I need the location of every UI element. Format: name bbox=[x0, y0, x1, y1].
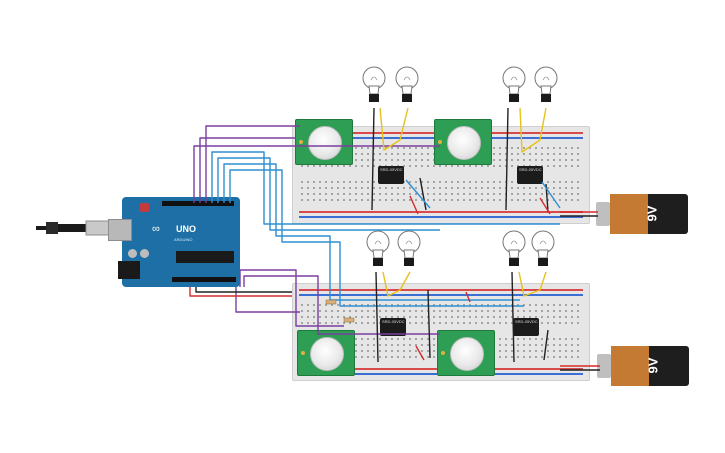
relay-bottom-right[interactable]: SRD-05VDC bbox=[513, 318, 539, 336]
relay-label: SRD-05VDC bbox=[382, 319, 405, 324]
power-jack[interactable] bbox=[118, 261, 140, 279]
bulb-3[interactable] bbox=[501, 64, 527, 108]
bulb-2[interactable] bbox=[394, 64, 420, 108]
wire-purple bbox=[235, 287, 300, 313]
bulb-8[interactable] bbox=[530, 228, 556, 272]
wire-black bbox=[419, 177, 427, 211]
bulb-4[interactable] bbox=[533, 64, 559, 108]
wire-black bbox=[505, 107, 509, 211]
capacitor bbox=[140, 249, 149, 258]
wire-black bbox=[543, 329, 549, 361]
capacitor bbox=[128, 249, 137, 258]
board-maker: ARDUINO bbox=[174, 237, 193, 242]
analog-header[interactable] bbox=[172, 277, 236, 282]
relay-label: SRD-05VDC bbox=[515, 319, 538, 324]
wire-yellow bbox=[518, 271, 547, 297]
bulb-6[interactable] bbox=[396, 228, 422, 272]
wire-purple bbox=[205, 125, 300, 203]
microcontroller-chip bbox=[176, 251, 234, 263]
pir-sensor-bottom-left[interactable] bbox=[297, 330, 355, 376]
wire-red bbox=[189, 287, 292, 297]
digital-header[interactable] bbox=[162, 201, 234, 206]
relay-top-right[interactable]: SRD-05VDC bbox=[517, 166, 543, 184]
battery-bottom[interactable]: 9V bbox=[597, 346, 689, 386]
reset-button[interactable] bbox=[140, 203, 149, 212]
bulb-5[interactable] bbox=[365, 228, 391, 272]
usb-port[interactable] bbox=[108, 219, 132, 241]
wire-red bbox=[415, 345, 425, 361]
wire-purple bbox=[193, 145, 440, 203]
wire-black bbox=[195, 287, 292, 293]
wire-blue bbox=[211, 151, 560, 225]
wire-red bbox=[539, 197, 551, 215]
wire-red bbox=[409, 195, 419, 215]
board-model: UNO bbox=[176, 224, 196, 234]
relay-label: SRD-05VDC bbox=[519, 167, 542, 172]
relay-bottom-left[interactable]: SRD-05VDC bbox=[380, 318, 406, 336]
wire-purple bbox=[243, 275, 440, 335]
wire-yellow bbox=[379, 107, 409, 151]
wire-blue bbox=[541, 181, 561, 209]
pir-sensor-top-left[interactable] bbox=[295, 119, 353, 165]
wire-black bbox=[375, 271, 379, 363]
resistor bbox=[325, 299, 337, 305]
arduino-board[interactable]: ∞ UNO ARDUINO bbox=[108, 197, 240, 287]
bulb-1[interactable] bbox=[361, 64, 387, 108]
pir-sensor-bottom-right[interactable] bbox=[437, 330, 495, 376]
usb-cable[interactable] bbox=[36, 219, 114, 237]
wire-blue bbox=[405, 179, 431, 209]
wire-blue bbox=[217, 157, 440, 231]
wire-blue bbox=[229, 169, 524, 307]
wire-black bbox=[511, 271, 515, 363]
resistor bbox=[343, 317, 355, 323]
relay-label: SRD-05VDC bbox=[380, 167, 403, 172]
wire-black bbox=[427, 289, 431, 359]
wire-yellow bbox=[519, 107, 547, 153]
wire-red bbox=[465, 291, 471, 303]
wire-black bbox=[371, 107, 375, 211]
wire-purple bbox=[199, 137, 296, 203]
battery-top[interactable]: 9V bbox=[596, 194, 688, 234]
infinity-logo-icon: ∞ bbox=[152, 223, 160, 235]
wire-yellow bbox=[382, 271, 411, 297]
bulb-7[interactable] bbox=[501, 228, 527, 272]
relay-top-left[interactable]: SRD-05VDC bbox=[378, 166, 404, 184]
pir-sensor-top-right[interactable] bbox=[434, 119, 492, 165]
wire-purple bbox=[239, 269, 344, 327]
